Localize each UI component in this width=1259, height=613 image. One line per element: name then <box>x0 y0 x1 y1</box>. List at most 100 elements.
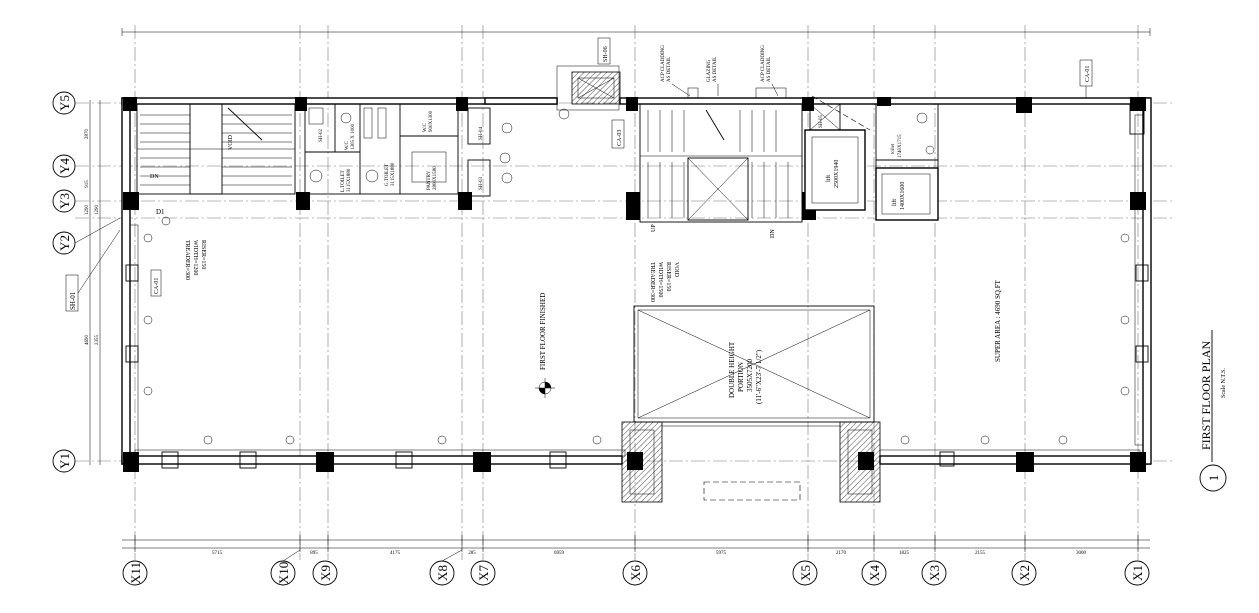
svg-text:Y4: Y4 <box>57 158 72 174</box>
dim-text: 4690 <box>85 335 90 346</box>
svg-text:X8: X8 <box>435 565 450 581</box>
sh05-tag: SH-05 <box>819 114 824 128</box>
grid-bubble-y1: Y1 <box>52 449 76 473</box>
dim-text: 1290 <box>85 205 90 216</box>
acp-detail-1: AS DETAIL <box>667 57 672 82</box>
double-height-size: 3505X7200 <box>746 358 754 392</box>
lift-label: lift <box>891 199 898 206</box>
lift-2: lift 1400X1600 <box>875 167 939 221</box>
svg-text:X1: X1 <box>1130 565 1145 581</box>
staircase-1: DN VOID <box>136 103 296 195</box>
top-right-tag: CA-01 <box>1079 59 1093 98</box>
svg-text:X10: X10 <box>276 562 291 584</box>
left-dimensions: 2870 915 1290 4690 1290 2355 <box>85 129 100 346</box>
cladding-labels: ACP CLADDING AS DETAIL GLAZING AS DETAIL… <box>661 45 787 99</box>
svg-text:X4: X4 <box>867 565 882 581</box>
drawing-scale: Scale N.T.S. <box>1221 368 1227 398</box>
acp-detail-2: AS DETAIL <box>767 57 772 82</box>
grid-bubble-x7: X7 <box>470 560 496 586</box>
stair-void-label: VOID <box>228 134 234 150</box>
room-labels: FIRST FLOOR FINISHED SUPER AREA : 4690 S… <box>535 279 1002 398</box>
grid-bubble-x1: X1 <box>1124 560 1150 586</box>
dim-text: 895 <box>310 551 318 556</box>
grid-bubble-x9: X9 <box>312 560 338 586</box>
lift-1: lift 2500X1940 <box>804 129 866 211</box>
svg-text:X7: X7 <box>476 565 491 581</box>
stair-down-label: DN <box>150 174 159 180</box>
dim-text: 2355 <box>95 335 100 346</box>
pantry-label: PANTRY <box>427 170 432 190</box>
glazing-label: GLAZING <box>707 59 712 82</box>
svg-text:X9: X9 <box>318 565 333 581</box>
right-service: SH-05 toilet 1740X1715 <box>809 95 939 220</box>
svg-text:X5: X5 <box>798 565 813 581</box>
stair2-width: WIDTH=1500 <box>657 262 663 297</box>
gtoilet-label: G.TOILET <box>385 164 390 186</box>
svg-text:Y2: Y2 <box>57 235 72 251</box>
double-height-label: PORTION <box>737 362 745 392</box>
ca01-top-tag: CA-01 <box>1085 66 1091 82</box>
window-units <box>125 103 1149 469</box>
drawing-number: 1 <box>1206 475 1221 482</box>
sh01-tag: SH-01 <box>69 291 77 310</box>
sh03-tag: SH-03 <box>479 176 484 190</box>
acp-label-1: ACP CLADDING <box>661 45 666 82</box>
lift-size: 1400X1600 <box>900 182 906 210</box>
grid-bubble-x5: X5 <box>792 560 818 586</box>
grid-bubble-x2: X2 <box>1011 560 1037 586</box>
svg-text:Y3: Y3 <box>57 193 72 209</box>
wc2-label: W.C <box>423 122 428 132</box>
stair-1-spec: TREADER=300 WIDTH=1200 RISER=150 D1 <box>156 208 206 280</box>
dim-text: 3000 <box>1076 551 1087 556</box>
dim-text: 915 <box>85 180 90 188</box>
top-wall-break: SH-06 CA-03 <box>484 37 625 149</box>
super-area-label: SUPER AREA : 4690 SQ.FT <box>994 279 1002 362</box>
glazing-detail: AS DETAIL <box>713 57 718 82</box>
double-height-label: DOUBLE HEIGHT <box>728 341 736 398</box>
svg-text:X11: X11 <box>128 562 143 584</box>
svg-text:X6: X6 <box>628 565 643 581</box>
stair2-riser: RISER=150 <box>665 262 671 291</box>
dim-text: 285 <box>468 551 476 556</box>
floor-finish-label: FIRST FLOOR FINISHED <box>539 293 547 370</box>
dimension-lines <box>89 28 1151 552</box>
svg-text:Y5: Y5 <box>57 95 72 111</box>
sh04-tag: SH-04 <box>479 126 484 140</box>
ltoilet-size: 3115X1880 <box>347 168 352 192</box>
service-shafts: SH-04 SH-03 <box>467 107 513 197</box>
left-tags: SH-01 CA-01 <box>65 229 162 312</box>
drawing-title: FIRST FLOOR PLAN <box>1199 341 1213 450</box>
stair-down-label: DN <box>770 229 776 238</box>
stair-riser: RISER=150 <box>200 240 206 269</box>
staircase-2: UP DN TREADER=300 WIDTH=1500 RISER=150 V… <box>639 103 803 302</box>
lift-label: lift <box>825 175 832 182</box>
stair-treader: TREADER=300 <box>184 240 190 280</box>
toilet-label: toilet <box>891 143 896 154</box>
ca03-tag: CA-03 <box>617 130 623 146</box>
ltoilet-label: L.TOILET <box>341 170 346 192</box>
stair-up-label: UP <box>651 224 657 232</box>
dim-text: 4175 <box>390 551 401 556</box>
acp-label-2: ACP CLADDING <box>761 45 766 82</box>
drawing-title-block: 1 FIRST FLOOR PLAN Scale N.T.S. <box>1199 330 1227 492</box>
dim-text: 2155 <box>975 551 986 556</box>
grid-bubble-y2: Y2 <box>52 231 76 255</box>
columns <box>123 97 1146 472</box>
bottom-dimensions: 5715 895 4175 285 6959 5975 2170 1825 21… <box>212 551 1087 556</box>
gtoilet-size: 3115X1880 <box>391 162 396 186</box>
pantry-size: 2800X1580 <box>433 166 438 190</box>
grid-bubble-x8: X8 <box>429 560 455 586</box>
grid-bubble-y4: Y4 <box>52 154 76 178</box>
grid-bubble-y5: Y5 <box>52 91 76 115</box>
grid-bubble-x11: X11 <box>122 560 148 586</box>
service-block: SH-02 W.C 1305 X 1000 G.TOILET 3115X1880… <box>304 103 459 195</box>
svg-text:X2: X2 <box>1017 565 1032 581</box>
dim-text: 1825 <box>899 551 910 556</box>
double-height-void: DOUBLE HEIGHT PORTION 3505X7200 (11'-6"X… <box>633 305 875 423</box>
stair2-treader: TREADER=300 <box>649 262 655 302</box>
ca01-tag: CA-01 <box>154 278 160 294</box>
grid-bubble-x10: X10 <box>270 560 296 586</box>
dim-text: 5715 <box>212 551 223 556</box>
entrance-bay <box>621 421 881 503</box>
